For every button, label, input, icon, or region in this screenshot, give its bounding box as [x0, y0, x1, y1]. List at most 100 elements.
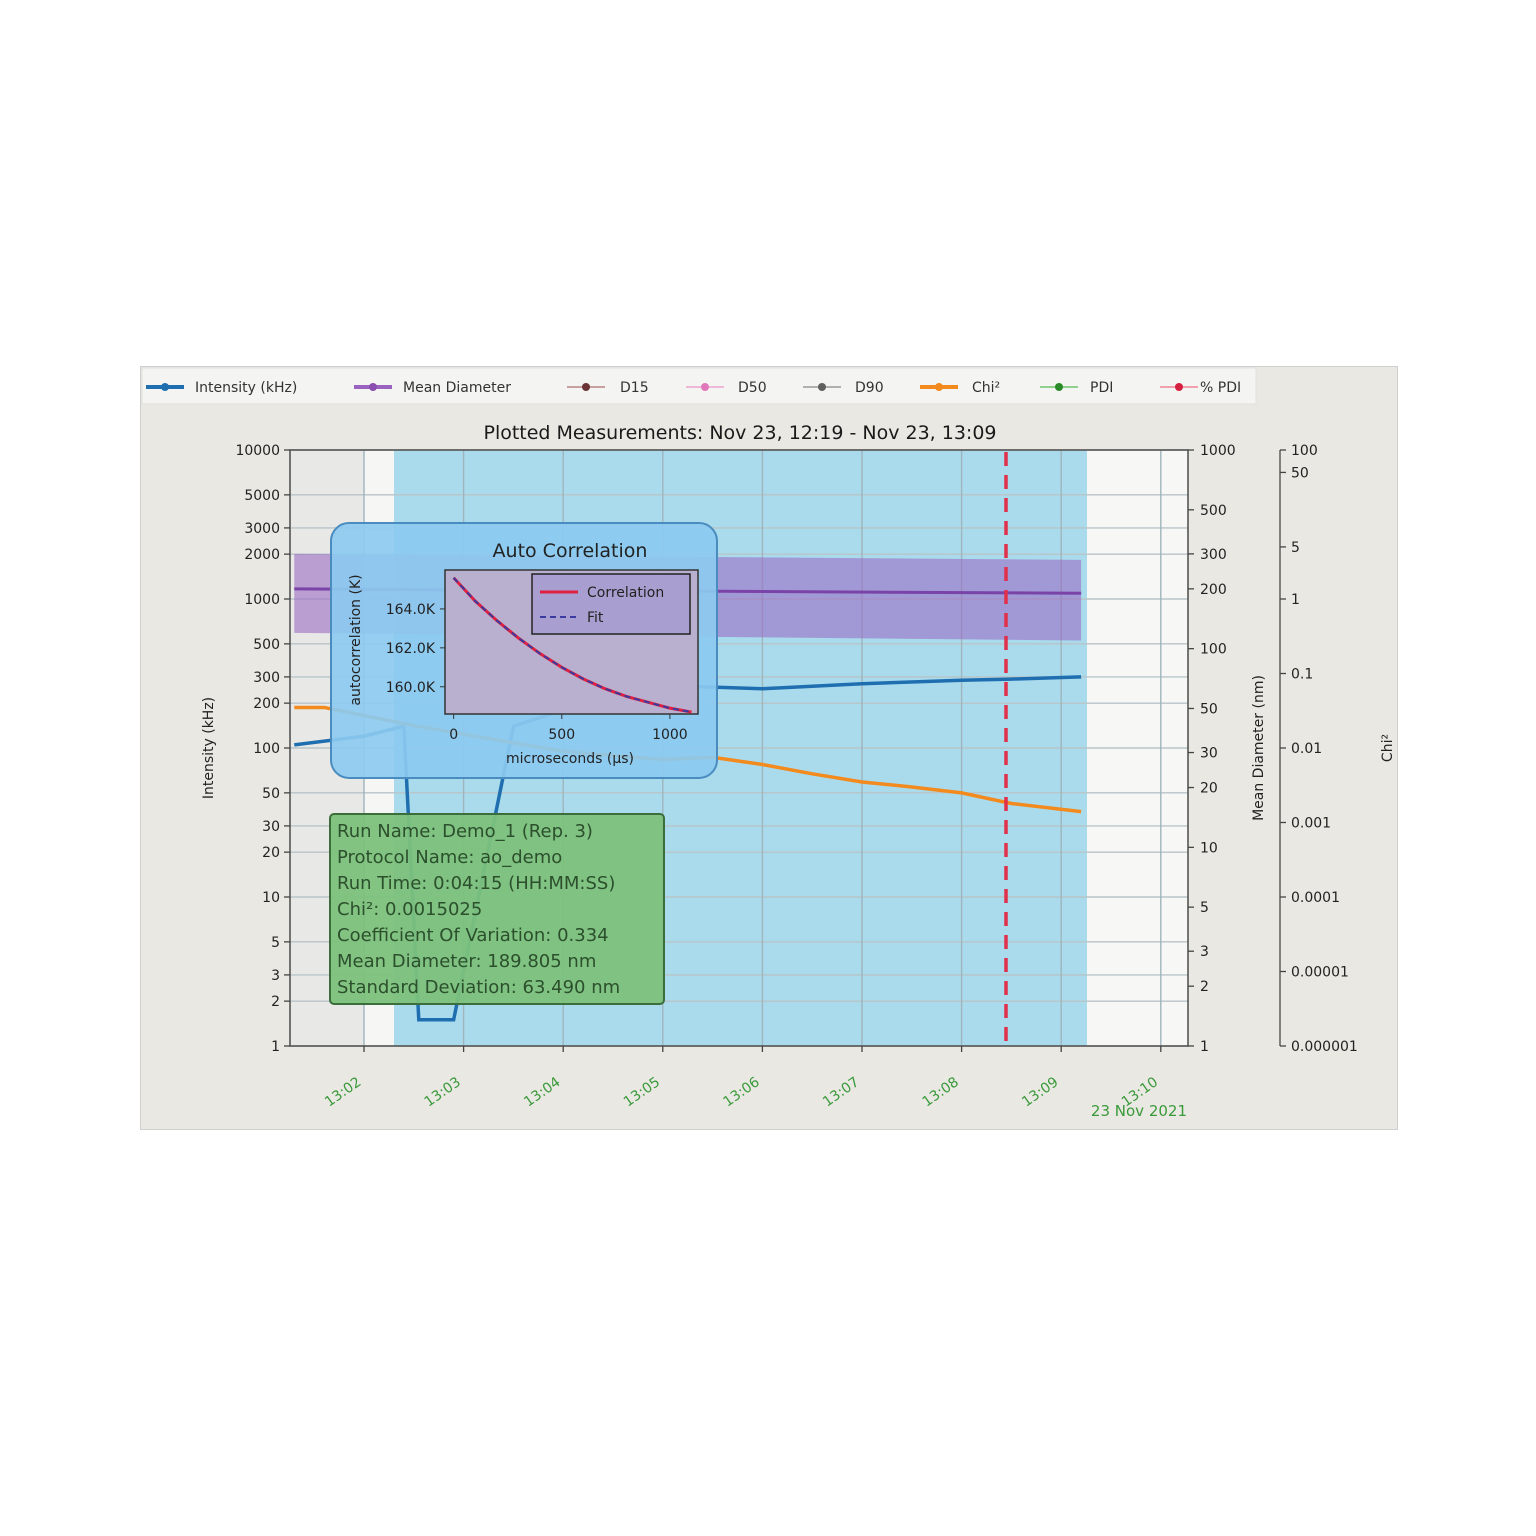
y3-tick-label: 0.1 [1291, 667, 1313, 683]
x-tick-label: 13:07 [820, 1074, 862, 1110]
legend-marker-icon [582, 383, 590, 391]
info-box-background [329, 813, 665, 1005]
legend-label: Chi² [972, 380, 1000, 396]
y3-tick-label: 0.00001 [1291, 965, 1349, 981]
y2-tick-label: 50 [1200, 701, 1218, 717]
auto-correlation-title: Auto Correlation [493, 540, 648, 562]
legend-label: Mean Diameter [403, 380, 511, 396]
fit-curve [452, 577, 692, 714]
info-line: Chi²: 0.0015025 [337, 899, 482, 920]
y3-tick-label: 0.000001 [1291, 1039, 1358, 1055]
y-tick-label: 500 [253, 637, 280, 653]
y-tick-label: 1 [271, 1039, 280, 1055]
info-line: Standard Deviation: 63.490 nm [337, 977, 620, 998]
inset-x-tick-label: 500 [548, 727, 575, 743]
y3-tick-label: 1 [1291, 592, 1300, 608]
legend-marker-icon [818, 383, 826, 391]
y2-tick-label: 1000 [1200, 443, 1236, 459]
legend-item[interactable]: Intensity (kHz) [146, 380, 297, 396]
y2-tick-label: 1 [1200, 1039, 1209, 1055]
legend-label: D15 [620, 380, 649, 396]
x-axis-date-label: 23 Nov 2021 [1091, 1102, 1187, 1120]
y-tick-label: 20 [262, 845, 280, 861]
legend-item[interactable]: D50 [686, 380, 767, 396]
x-tick-label: 13:03 [422, 1074, 464, 1110]
legend-item[interactable]: D90 [803, 380, 884, 396]
y-tick-label: 200 [253, 696, 280, 712]
inset-y-tick-label: 164.0K [386, 602, 436, 618]
inset-y-tick-label: 162.0K [386, 641, 436, 657]
y3-tick-label: 0.001 [1291, 816, 1331, 832]
legend-marker-icon [1175, 383, 1183, 391]
inset-legend [531, 573, 691, 635]
y2-tick-label: 20 [1200, 781, 1218, 797]
legend-marker-icon [369, 383, 377, 391]
y-tick-label: 5 [271, 935, 280, 951]
x-tick-label: 13:02 [322, 1074, 364, 1110]
inset-x-tick-label: 0 [449, 727, 458, 743]
y2-tick-label: 300 [1200, 547, 1227, 563]
x-tick-label: 13:04 [521, 1074, 563, 1110]
y-tick-label: 3000 [244, 521, 280, 537]
y-axis-label-mean-diameter: Mean Diameter (nm) [1251, 675, 1267, 821]
y-tick-label: 1000 [244, 592, 280, 608]
legend-marker-icon [935, 383, 943, 391]
y-axis-label-intensity: Intensity (kHz) [201, 697, 217, 799]
legend-item[interactable]: PDI [1040, 380, 1113, 396]
legend-marker-icon [701, 383, 709, 391]
y-tick-label: 30 [262, 819, 280, 835]
inset-plot: 0 500 1000 164.0K 162.0K 160.0K [386, 576, 692, 743]
run-info-box: Run Name: Demo_1 (Rep. 3) Protocol Name: … [329, 813, 665, 1005]
info-line: Mean Diameter: 189.805 nm [337, 951, 596, 972]
y3-tick-label: 5 [1291, 540, 1300, 556]
y2-tick-label: 3 [1200, 944, 1209, 960]
info-line: Protocol Name: ao_demo [337, 847, 562, 868]
legend-item[interactable]: Chi² [920, 380, 1000, 396]
info-line: Coefficient Of Variation: 0.334 [337, 925, 609, 946]
legend-label: Intensity (kHz) [195, 380, 297, 396]
info-lines: Run Name: Demo_1 (Rep. 3) Protocol Name: … [337, 821, 620, 998]
y2-tick-label: 10 [1200, 840, 1218, 856]
legend-marker-icon [161, 383, 169, 391]
y-tick-label: 3 [271, 968, 280, 984]
y-tick-label: 50 [262, 786, 280, 802]
legend-item[interactable]: % PDI [1160, 380, 1241, 396]
y3-tick-label: 0.01 [1291, 741, 1322, 757]
y2-tick-label: 500 [1200, 503, 1227, 519]
legend-item[interactable]: D15 [567, 380, 649, 396]
y-axis-label-chi2: Chi² [1380, 734, 1396, 762]
x-tick-label: 13:05 [621, 1074, 663, 1110]
y3-tick-label: 50 [1291, 465, 1309, 481]
x-tick-label: 13:06 [720, 1074, 762, 1110]
y-tick-label: 2000 [244, 547, 280, 563]
y-tick-label: 300 [253, 670, 280, 686]
y-tick-label: 10000 [235, 443, 280, 459]
auto-correlation-popup[interactable]: Auto Correlation 0 500 1000 164.0K 162.0K 160… [330, 522, 718, 779]
y-tick-label: 5000 [244, 488, 280, 504]
y-tick-label: 2 [271, 994, 280, 1010]
legend-fit-label: Fit [587, 610, 604, 626]
legend-label: PDI [1090, 380, 1113, 396]
info-line: Run Name: Demo_1 (Rep. 3) [337, 821, 593, 842]
legend-label: D50 [738, 380, 767, 396]
x-tick-label: 13:09 [1019, 1074, 1061, 1110]
legend-marker-icon [1055, 383, 1063, 391]
info-line: Run Time: 0:04:15 (HH:MM:SS) [337, 873, 615, 894]
legend-correlation-label: Correlation [587, 585, 664, 601]
legend-item[interactable]: Mean Diameter [354, 380, 511, 396]
inset-y-label: autocorrelation (K) [348, 574, 364, 705]
y-tick-label: 10 [262, 890, 280, 906]
y2-tick-label: 100 [1200, 642, 1227, 658]
legend-label: D90 [855, 380, 884, 396]
y2-tick-label: 30 [1200, 746, 1218, 762]
y2-tick-label: 2 [1200, 979, 1209, 995]
x-tick-label: 13:08 [920, 1074, 962, 1110]
inset-x-tick-label: 1000 [652, 727, 688, 743]
y3-tick-label: 100 [1291, 443, 1318, 459]
y-tick-label: 100 [253, 741, 280, 757]
inset-y-tick-label: 160.0K [386, 680, 436, 696]
legend-label: % PDI [1200, 380, 1241, 396]
y3-tick-label: 0.0001 [1291, 890, 1340, 906]
inset-x-label: microseconds (µs) [506, 751, 634, 767]
